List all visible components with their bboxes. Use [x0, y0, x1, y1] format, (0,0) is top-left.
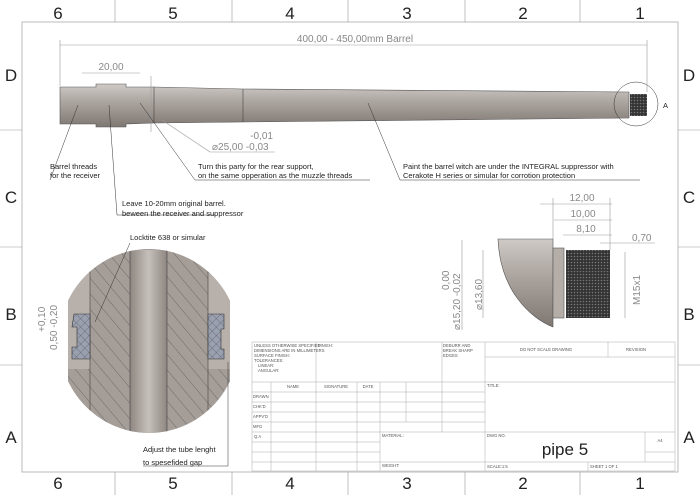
drawing-text: to spesefided gap [143, 458, 202, 467]
drawing-text: Locktite 638 or simular [130, 233, 206, 242]
row-labels-right: D C B A [683, 66, 695, 447]
drawing-text: 1 [635, 4, 644, 23]
drawing-text: A [663, 101, 668, 110]
drawing-text: 3 [402, 474, 411, 493]
drawing-text: SIGNATURE [324, 384, 348, 389]
drawing-text: +0,10 [37, 306, 48, 332]
drawing-text: for the receiver [50, 171, 101, 180]
drawing-text: Adjust the tube lenght [143, 445, 216, 454]
drawing-text: TOLERANCES: [254, 358, 283, 363]
drawing-text: DWG NO. [487, 433, 506, 438]
detail-view: 12,00 10,00 8,10 0,70 M15x1 ⌀13,60 0,00 … [441, 193, 655, 330]
drawing-text: MFG [253, 424, 262, 429]
drawing-text: Cerakote H series or simular for corroti… [403, 171, 575, 180]
drawing-text: C [5, 188, 17, 207]
drawing-text: B [683, 305, 694, 324]
drawing-text: beween the receiver and suppressor [122, 209, 244, 218]
column-labels-top: 6 5 4 3 2 1 [53, 4, 644, 23]
drawing-text: 1 [635, 474, 644, 493]
barrel-view: A 400,00 - 450,00mm Barrel 20,00 -0,01 ⌀… [49, 34, 668, 216]
drawing-text: 12,00 [569, 193, 594, 204]
drawing-text: DIMENSIONS ARE IN MILLIMETERS [254, 348, 325, 353]
drawing-text: 4 [285, 474, 294, 493]
drawing-text: Q.A [254, 434, 261, 439]
drawing-text: -0,01 [250, 131, 273, 142]
drawing-text: A [683, 428, 695, 447]
drawing-text: LINEAR: [258, 363, 274, 368]
drawing-text: SURFACE FINISH: [254, 353, 290, 358]
drawing-text: MATERIAL: [382, 433, 404, 438]
drawing-text: A4 [657, 438, 663, 443]
drawing-text: 2 [518, 4, 527, 23]
muzzle-thread [630, 94, 647, 116]
drawing-text: 4 [285, 4, 294, 23]
drawing-text: 0,50 -0,20 [49, 305, 60, 350]
drawing-text: 3 [402, 4, 411, 23]
drawing-number: pipe 5 [542, 440, 588, 459]
seal-right [207, 313, 225, 360]
drawing-text: Leave 10-20mm original barrel. [122, 199, 226, 208]
drawing-text: Turn this party for the rear support, [198, 162, 314, 171]
column-labels-bottom: 6 5 4 3 2 1 [53, 474, 644, 493]
drawing-text: BREAK SHARP [443, 348, 473, 353]
drawing-text: D [683, 66, 695, 85]
drawing-text: NAME [287, 384, 299, 389]
drawing-text: on the same opperation as the muzzle thr… [198, 171, 353, 180]
drawing-text: Paint the barrel witch are under the INT… [403, 162, 614, 171]
drawing-text: C [683, 188, 695, 207]
drawing-text: 5 [168, 474, 177, 493]
drawing-text: M15x1 [632, 275, 643, 305]
drawing-text: DEBURR AND [443, 343, 470, 348]
drawing-text: 0,00 [441, 270, 452, 290]
drawing-text: FINISH: [318, 343, 333, 348]
drawing-text: 6 [53, 4, 62, 23]
drawing-text: 0,70 [632, 233, 652, 244]
drawing-text: 2 [518, 474, 527, 493]
drawing-text: SHEET 1 OF 1 [590, 464, 619, 469]
drawing-text: TITLE: [487, 383, 500, 388]
drawing-text: ANGULAR: [258, 368, 279, 373]
drawing-text: WEIGHT: [382, 463, 399, 468]
drawing-text: B [5, 305, 16, 324]
detail-circle [613, 81, 659, 127]
drawing-text: ⌀13,60 [474, 279, 485, 310]
drawing-text: ⌀25,00 -0,03 [212, 142, 269, 153]
drawing-text: CHK'D [253, 404, 266, 409]
title-block: UNLESS OTHERWISE SPECIFIED: DIMENSIONS A… [251, 341, 676, 472]
drawing-text: 5 [168, 4, 177, 23]
drawing-text: 8,10 [576, 224, 596, 235]
section-view: 0,50 -0,20 +0,10 [37, 242, 230, 467]
barrel-notes: Barrel threads for the receiver Turn thi… [50, 162, 614, 467]
seal-left [71, 313, 91, 360]
drawing-text: REVISION [626, 347, 646, 352]
barrel-body [59, 83, 630, 128]
drawing-text: UNLESS OTHERWISE SPECIFIED: [254, 343, 322, 348]
drawing-text: Barrel threads [50, 162, 97, 171]
drawing-text: DRAWN [253, 394, 269, 399]
drawing-text: EDGES [443, 353, 458, 358]
drawing-text: DATE [363, 384, 374, 389]
drawing-text: DO NOT SCALE DRAWING [520, 347, 572, 352]
drawing-text: A [5, 428, 17, 447]
drawing-text: SCALE:1:5 [487, 464, 508, 469]
drawing-text: 400,00 - 450,00mm Barrel [297, 34, 413, 45]
drawing-text: APPV'D [253, 414, 268, 419]
drawing-text: 10,00 [570, 209, 595, 220]
drawing-text: 20,00 [98, 62, 123, 73]
drawing-text: ⌀15,20 -0,02 [452, 273, 463, 330]
drawing-text: D [5, 66, 17, 85]
row-labels-left: D C B A [5, 66, 17, 447]
drawing-text: 6 [53, 474, 62, 493]
